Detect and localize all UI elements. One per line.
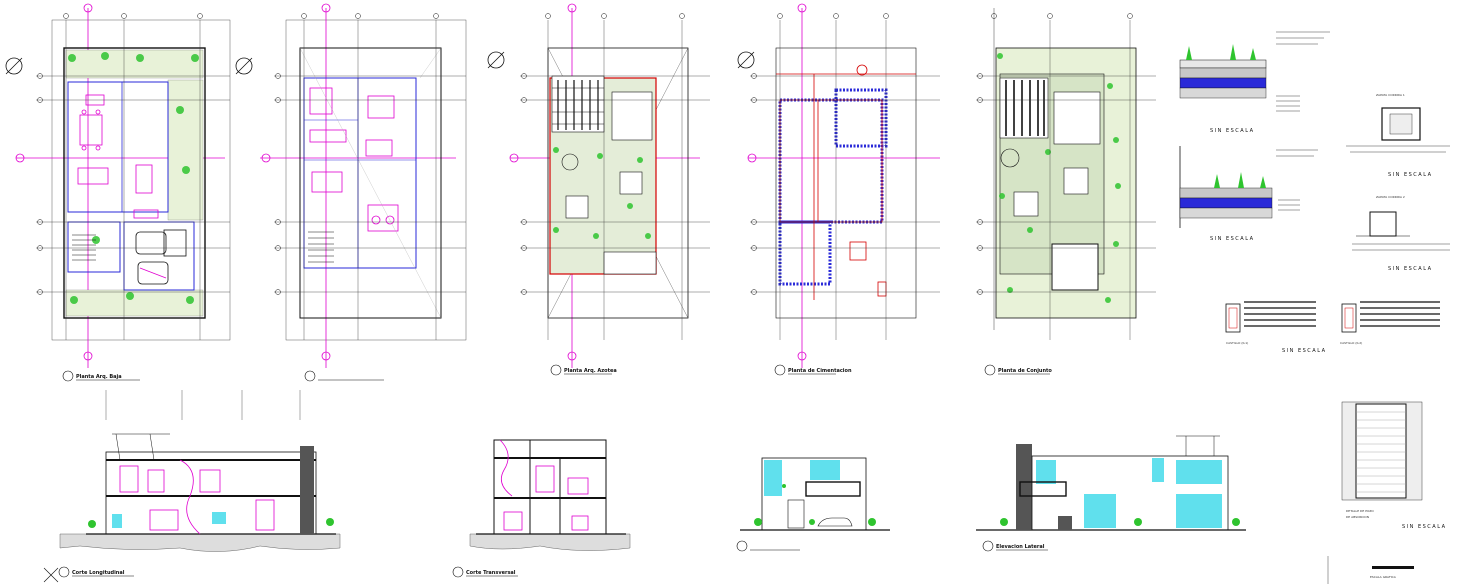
sin-escala-label: SIN ESCALA [1388, 266, 1433, 272]
section-caption: Corte Transversal [452, 566, 518, 578]
castillo-1-label: CASTILLO (K-1) [1226, 341, 1248, 345]
pozo-title: DETALLE DE POZO [1346, 509, 1374, 513]
escala-grafica: ESCALA GRAFICA [1327, 556, 1414, 584]
section-corte-longitudinal: Corte Longitudinal [58, 390, 341, 578]
cross-icon [43, 567, 59, 583]
sin-escala-label: SIN ESCALA [1210, 128, 1255, 134]
north-arrow-icon [235, 57, 253, 75]
plan-caption: Planta de Conjunto [984, 364, 1052, 376]
section-caption: Elevacion Lateral [982, 540, 1048, 552]
north-arrow-icon [737, 51, 755, 69]
sin-escala-label: SIN ESCALA [1402, 524, 1447, 530]
plan-caption: Planta Arq. Baja [62, 370, 140, 382]
caption-fachada-lateral: Elevacion Lateral [996, 544, 1045, 550]
plan-planta-alta [235, 3, 467, 382]
plan-planta-azotea: Planta Arq. Azotea [487, 3, 710, 376]
detail-azotea-verde-2: SIN ESCALA [1179, 146, 1318, 242]
caption-planta-cimentacion: Planta de Cimentacion [788, 368, 852, 374]
elevation-fachada-principal [736, 457, 890, 552]
detail-azotea-verde-1: SIN ESCALA [1179, 31, 1330, 134]
north-arrow-icon [5, 57, 23, 75]
detail-zapata-1: ZAPATA CORRIDA 1 SIN ESCALA [1346, 93, 1450, 178]
plan-caption: Planta Arq. Azotea [550, 364, 617, 376]
section-corte-transversal: Corte Transversal [452, 439, 631, 578]
section-caption: Corte Longitudinal [58, 566, 134, 578]
section-caption [736, 540, 800, 552]
plan-caption: Planta de Cimentacion [774, 364, 852, 376]
pozo-subtitle: DE ABSORCION [1346, 515, 1369, 519]
detail-pozo-absorcion: DETALLE DE POZO DE ABSORCION SIN ESCALA [1341, 401, 1447, 530]
caption-corte-transversal: Corte Transversal [466, 570, 516, 576]
caption-planta-conjunto: Planta de Conjunto [998, 368, 1052, 374]
sin-escala-label: SIN ESCALA [1282, 348, 1327, 354]
plan-caption [304, 370, 384, 382]
detail-castillo-1: CASTILLO (K-1) SIN ESCALA [1225, 301, 1327, 354]
caption-planta-baja: Planta Arq. Baja [76, 374, 122, 380]
plan-cimentacion: Planta de Cimentacion [737, 3, 940, 376]
plan-conjunto: Planta de Conjunto [976, 8, 1156, 376]
plan-planta-baja: Planta Arq. Baja [5, 3, 231, 382]
zapata-1-title: ZAPATA CORRIDA 1 [1376, 93, 1405, 97]
zapata-2-title: ZAPATA CORRIDA 2 [1376, 195, 1405, 199]
sin-escala-label: SIN ESCALA [1210, 236, 1255, 242]
caption-corte-longitudinal: Corte Longitudinal [72, 570, 125, 576]
castillo-2-label: CASTILLO (K-2) [1340, 341, 1362, 345]
detail-zapata-2: ZAPATA CORRIDA 2 SIN ESCALA [1352, 195, 1450, 272]
caption-planta-azotea: Planta Arq. Azotea [564, 368, 617, 374]
elevation-fachada-lateral: Elevacion Lateral [976, 435, 1246, 552]
north-arrow-icon [487, 51, 505, 69]
sin-escala-label: SIN ESCALA [1388, 172, 1433, 178]
escala-grafica-label: ESCALA GRAFICA [1370, 575, 1397, 579]
detail-castillo-2: CASTILLO (K-2) [1340, 301, 1440, 345]
